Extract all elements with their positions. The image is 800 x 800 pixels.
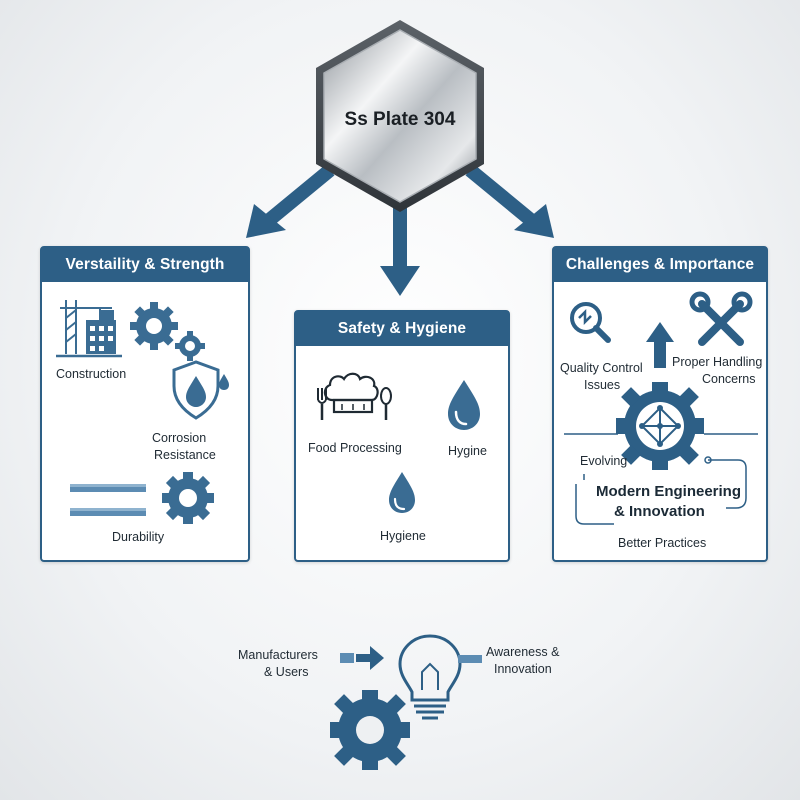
versatility-icons — [56, 300, 229, 524]
label-handling-line1: Proper Handling — [672, 355, 763, 369]
safety-icons — [317, 372, 480, 513]
label-manufacturers-line1: Manufacturers — [238, 648, 318, 662]
up-arrow-icon — [646, 322, 674, 368]
fork-icon — [317, 388, 327, 420]
right-arrow-icon — [340, 646, 384, 670]
label-durability: Durability — [112, 530, 165, 544]
steel-bars-icon — [70, 484, 146, 516]
label-better-practices: Better Practices — [618, 536, 707, 550]
magnifier-icon — [570, 302, 611, 343]
panel-safety-hygiene: Safety & Hygiene Food Process — [294, 310, 510, 562]
building-crane-icon — [56, 300, 122, 358]
label-handling-line2: Concerns — [702, 372, 756, 386]
label-modern-line2: & Innovation — [614, 503, 705, 520]
bottom-flow-icons — [330, 634, 482, 770]
gear-network-icon — [616, 382, 704, 470]
chef-hat-icon — [323, 372, 379, 414]
gears-icon — [130, 302, 205, 361]
shield-drop-icon — [172, 360, 229, 420]
panel-challenges-header: Challenges & Importance — [554, 248, 766, 282]
label-hygine: Hygine — [448, 444, 487, 458]
hexagon-title: Ss Plate 304 — [344, 109, 456, 130]
connector-arrows — [246, 164, 554, 296]
water-drop-icon — [448, 380, 480, 430]
label-modern-line1: Modern Engineering — [596, 483, 742, 500]
lightbulb-icon — [398, 634, 462, 720]
panel-versatility-strength: Verstaility & Strength — [40, 246, 250, 562]
connector-bar — [458, 655, 482, 663]
label-quality-line1: Quality Control — [560, 361, 643, 375]
circuit-lines-icon — [575, 456, 747, 525]
gear-icon — [162, 472, 214, 524]
label-construction: Construction — [56, 367, 127, 381]
wrench-tools-icon — [689, 291, 753, 346]
label-manufacturers-line2: & Users — [264, 665, 309, 679]
label-hygiene: Hygiene — [380, 529, 426, 543]
label-awareness-line2: Innovation — [494, 662, 552, 676]
label-corrosion-line1: Corrosion — [152, 431, 207, 445]
label-evolving: Evolving — [580, 454, 628, 468]
label-corrosion-line2: Resistance — [154, 448, 216, 462]
panel-safety-header: Safety & Hygiene — [296, 312, 508, 346]
label-awareness-line1: Awareness & — [486, 645, 560, 659]
water-drop-icon — [389, 472, 415, 513]
label-food-processing: Food Processing — [308, 441, 402, 455]
challenges-icons — [564, 291, 758, 525]
center-hexagon — [316, 20, 484, 212]
gear-icon — [330, 690, 410, 770]
panel-versatility-header: Verstaility & Strength — [42, 248, 248, 282]
spoon-icon — [380, 387, 392, 420]
label-quality-line2: Issues — [584, 378, 621, 392]
panel-challenges-importance: Challenges & Importance — [552, 246, 768, 562]
